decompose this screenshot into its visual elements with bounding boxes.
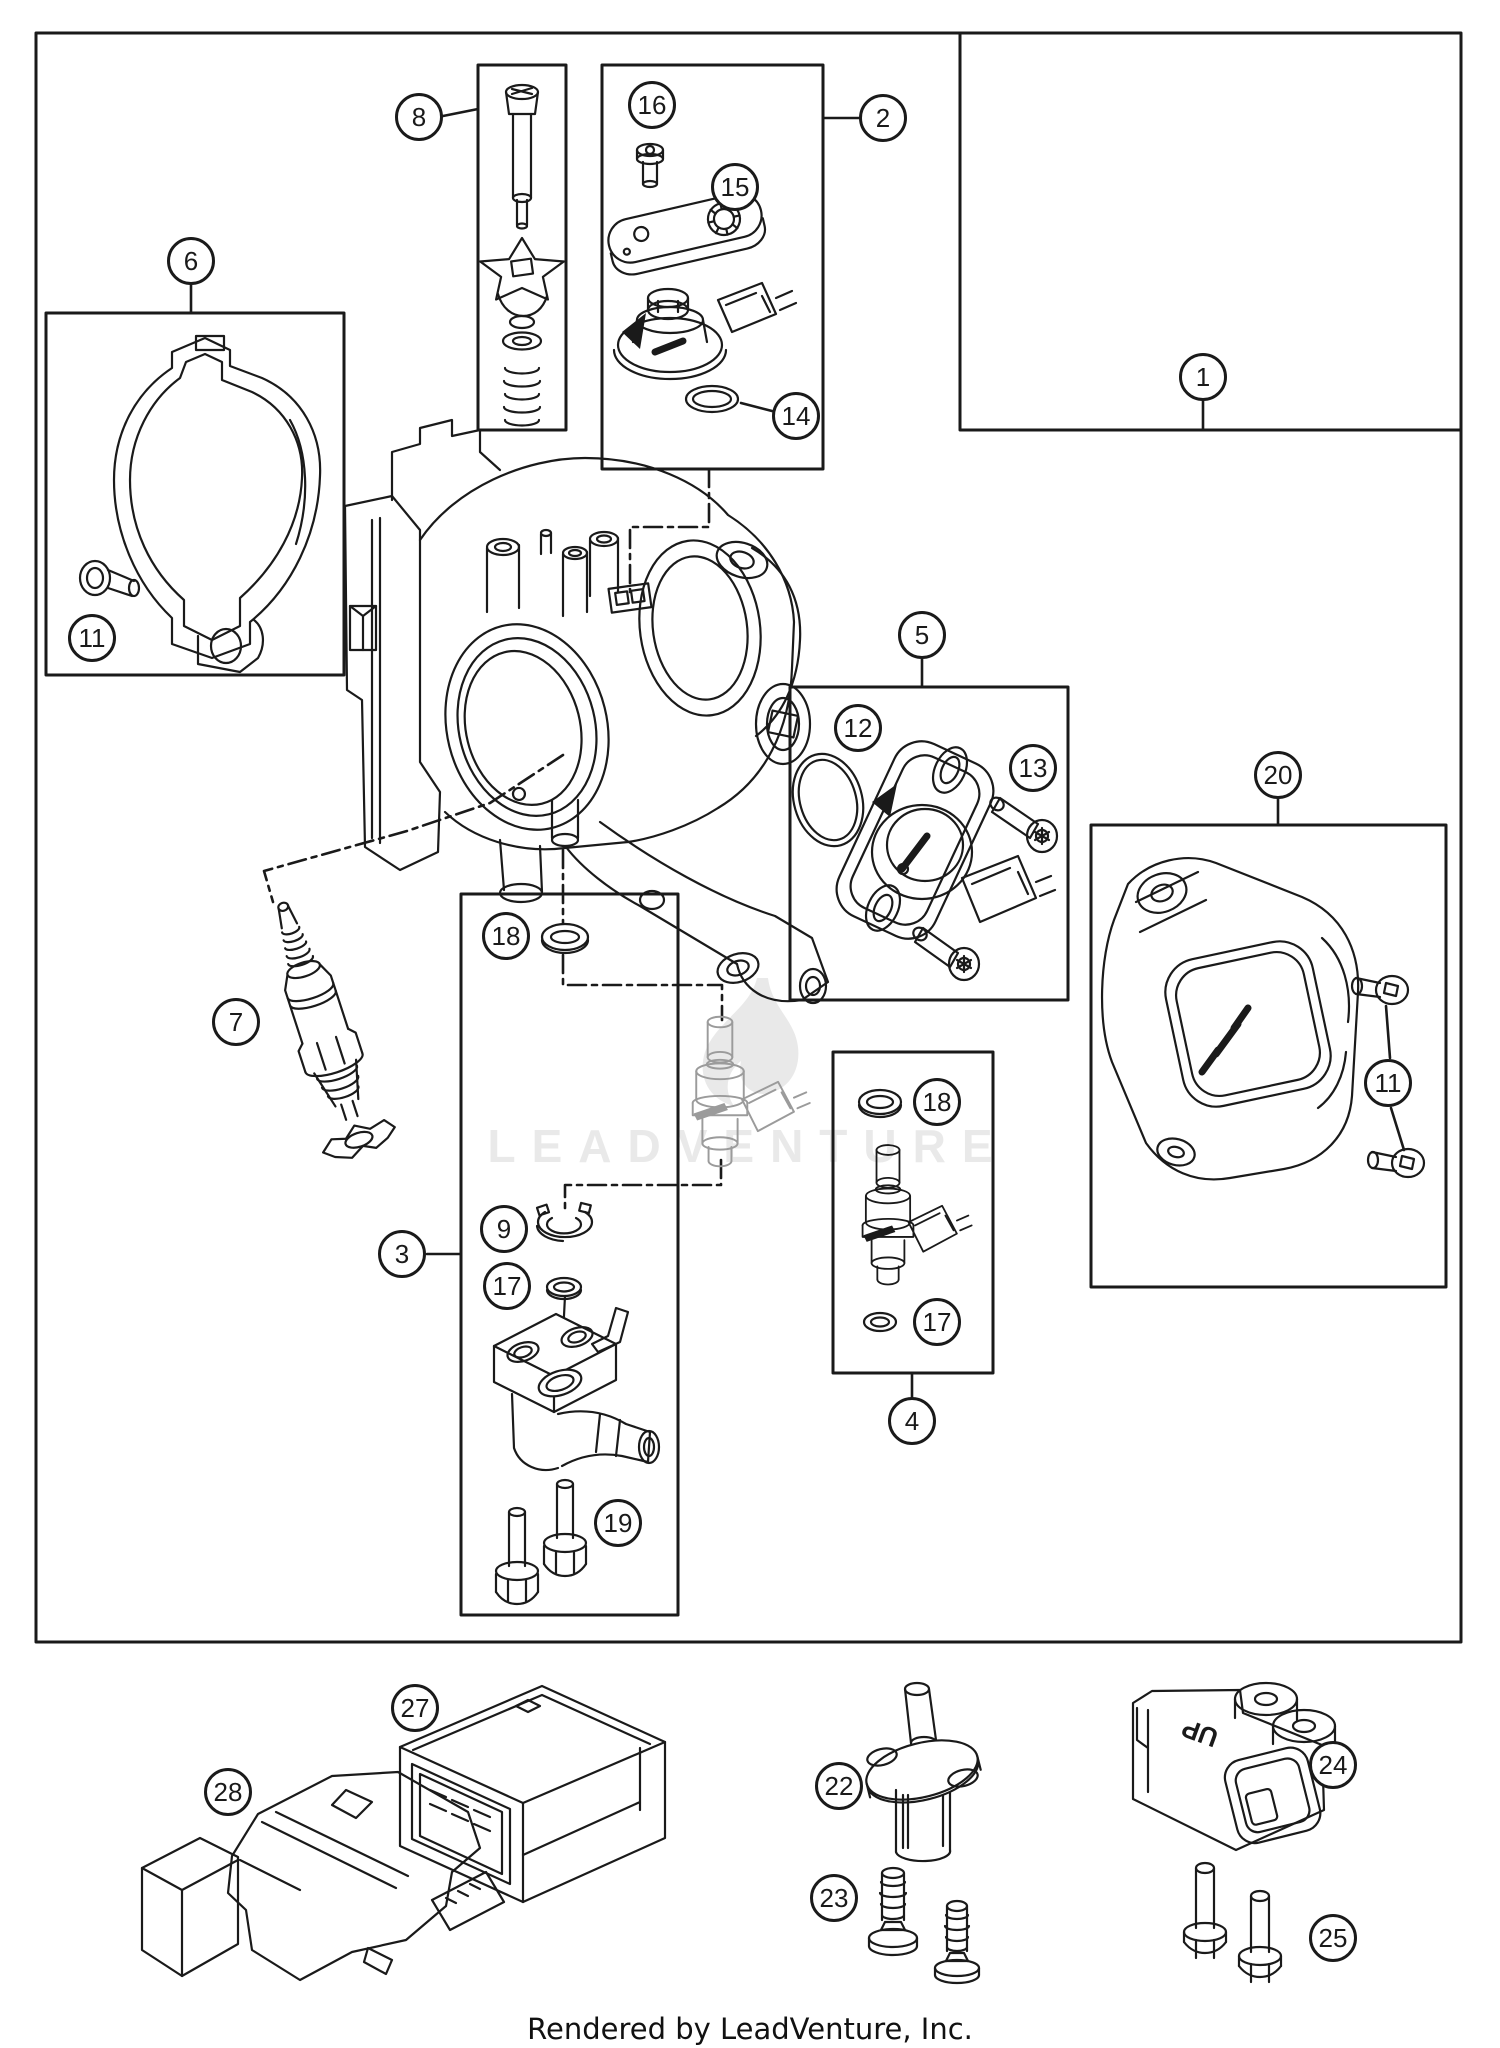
leadventure-watermark: LEADVENTURE [487, 978, 1008, 1172]
frames [34, 31, 1463, 1644]
callout-19[interactable]: 19 [594, 1499, 642, 1547]
part-ecu [398, 1684, 667, 1904]
leader-lines [189, 107, 1406, 1399]
box-item20 [1089, 823, 1448, 1289]
callout-5[interactable]: 5 [898, 611, 946, 659]
box-item2 [600, 63, 825, 471]
part-fuel-fitting [492, 1306, 661, 1472]
callout-11a[interactable]: 11 [68, 614, 116, 662]
callout-27[interactable]: 27 [391, 1684, 439, 1732]
box-item6 [44, 311, 346, 677]
part-mount-bracket: UP [1131, 1681, 1337, 1852]
callout-12[interactable]: 12 [834, 704, 882, 752]
flame-logo-icon [702, 978, 799, 1106]
callout-13[interactable]: 13 [1009, 744, 1057, 792]
part-sensor-assembly-2 [607, 142, 798, 414]
part-oring-18b [857, 1088, 903, 1116]
part-bolts-25 [1182, 1861, 1283, 1984]
part-throttle-sensor-head [612, 281, 798, 381]
zone-line-item1 [958, 31, 1463, 432]
callout-18a[interactable]: 18 [482, 912, 530, 960]
callout-16[interactable]: 16 [628, 81, 676, 129]
part-adjuster-screw-set [479, 83, 565, 427]
box-item5 [788, 685, 1070, 1002]
part-injector-set [857, 1088, 973, 1333]
callout-14[interactable]: 14 [772, 392, 820, 440]
part-control-module [140, 1770, 506, 1982]
footer-credit: Rendered by LeadVenture, Inc. [527, 2012, 973, 2046]
part-screws-23 [867, 1866, 981, 1985]
callout-6[interactable]: 6 [167, 237, 215, 285]
callout-17a[interactable]: 17 [483, 1262, 531, 1310]
callout-18b[interactable]: 18 [913, 1078, 961, 1126]
callout-8[interactable]: 8 [395, 93, 443, 141]
callout-20[interactable]: 20 [1254, 751, 1302, 799]
part-oring-18a [540, 922, 590, 952]
callout-11b[interactable]: 11 [1364, 1059, 1412, 1107]
callout-1[interactable]: 1 [1179, 353, 1227, 401]
callout-25[interactable]: 25 [1309, 1914, 1357, 1962]
callout-9[interactable]: 9 [480, 1205, 528, 1253]
part-oring-17b [862, 1311, 898, 1333]
callout-2[interactable]: 2 [859, 94, 907, 142]
callout-28[interactable]: 28 [204, 1768, 252, 1816]
main-frame [34, 31, 1463, 1644]
part-throttle-body [343, 418, 830, 1005]
part-oring-17a [545, 1276, 583, 1298]
box-item8 [476, 63, 568, 432]
part-screws-13 [912, 796, 1059, 982]
part-bolts-19 [494, 1478, 588, 1606]
part-tps-sensor-set [791, 740, 1059, 982]
up-marking: UP [1178, 1713, 1222, 1754]
callout-22[interactable]: 22 [815, 1762, 863, 1810]
part-throttle-cover [1100, 857, 1426, 1181]
callout-24[interactable]: 24 [1309, 1741, 1357, 1789]
callout-15[interactable]: 15 [711, 163, 759, 211]
part-screw-11a [78, 559, 141, 598]
watermark-text: LEADVENTURE [487, 1120, 1008, 1172]
box-item3 [459, 892, 680, 1617]
part-idle-adjuster [277, 901, 396, 1159]
callout-7[interactable]: 7 [212, 998, 260, 1046]
callout-3[interactable]: 3 [378, 1230, 426, 1278]
part-fuel-line-set [492, 922, 661, 1606]
part-screws-11b [1350, 974, 1426, 1179]
callout-23[interactable]: 23 [810, 1874, 858, 1922]
part-temp-sensor [865, 1681, 982, 1863]
part-clamp-bracket [78, 334, 322, 674]
callout-4[interactable]: 4 [888, 1397, 936, 1445]
part-oring-12 [791, 752, 865, 848]
part-retaining-clip-9 [535, 1201, 594, 1243]
callout-17b[interactable]: 17 [913, 1298, 961, 1346]
